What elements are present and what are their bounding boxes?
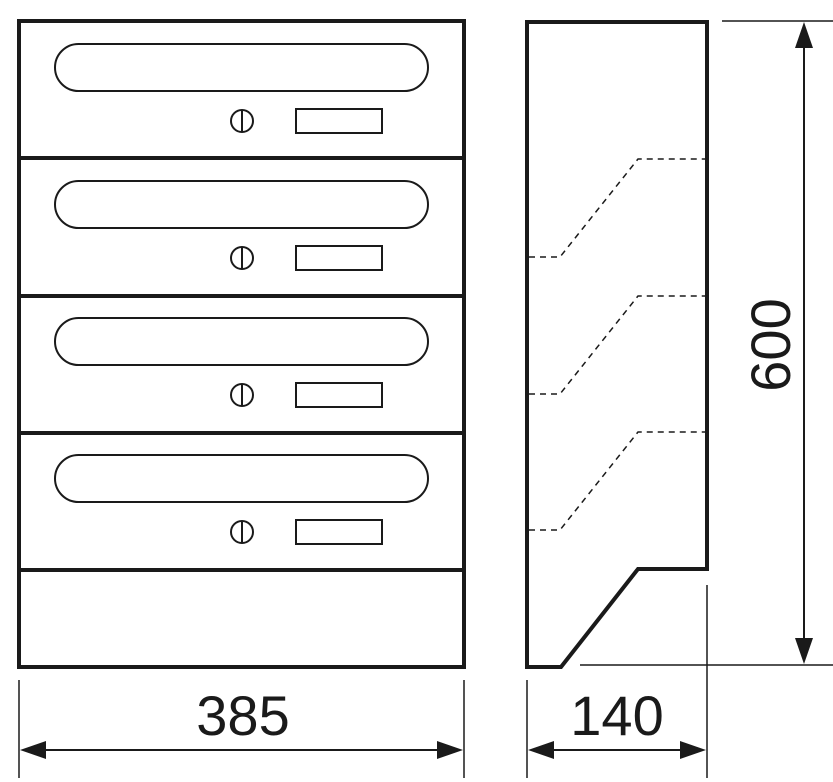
- side-profile-outline: [525, 20, 709, 669]
- depth-dimension: 140: [526, 585, 708, 778]
- arrowhead-top: [795, 22, 813, 48]
- lock-icon: [230, 383, 254, 407]
- arrowhead-right: [680, 741, 706, 759]
- name-plate: [295, 519, 383, 545]
- width-label: 385: [196, 684, 289, 747]
- name-plate: [295, 245, 383, 271]
- internal-slope-dashed: [529, 295, 705, 395]
- internal-slope-dashed: [529, 158, 705, 258]
- name-plate: [295, 108, 383, 134]
- mailbox-compartment: [54, 454, 429, 545]
- bottom-panel: [19, 570, 464, 667]
- width-dimension: 385: [18, 680, 465, 778]
- mail-slot: [54, 180, 429, 229]
- arrowhead-left: [528, 741, 554, 759]
- arrowhead-left: [20, 741, 46, 759]
- arrowhead-right: [437, 741, 463, 759]
- lock-icon: [230, 520, 254, 544]
- front-outer-frame: [17, 19, 466, 669]
- height-dimension: 600: [580, 20, 833, 666]
- mailbox-compartment: [54, 43, 429, 134]
- name-plate: [295, 382, 383, 408]
- mail-slot: [54, 317, 429, 366]
- mail-slot: [54, 454, 429, 503]
- height-label: 600: [739, 298, 802, 391]
- lock-icon: [230, 246, 254, 270]
- internal-slope-dashed: [529, 431, 705, 531]
- mail-slot: [54, 43, 429, 92]
- mailbox-compartment: [54, 180, 429, 271]
- mailbox-compartment: [54, 317, 429, 408]
- arrowhead-bottom: [795, 638, 813, 664]
- side-view: [525, 20, 709, 669]
- depth-label: 140: [570, 684, 663, 747]
- front-view: [17, 19, 466, 669]
- lock-icon: [230, 109, 254, 133]
